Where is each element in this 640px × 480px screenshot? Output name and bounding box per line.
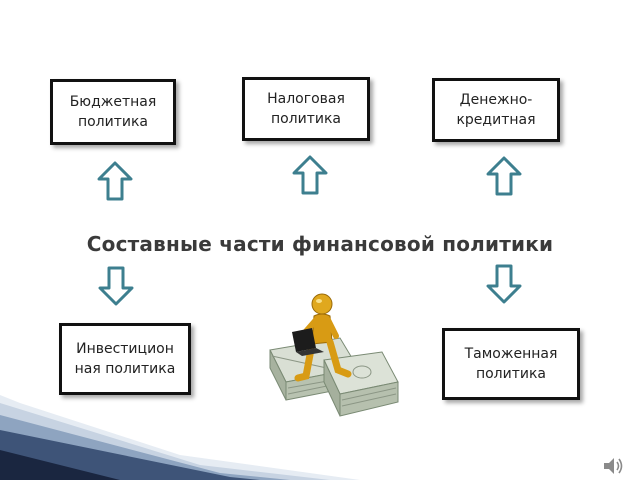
arrow-down-icon xyxy=(486,264,522,304)
budget-policy-box: Бюджетная политика xyxy=(50,79,176,145)
investment-policy-box: Инвестицион ная политика xyxy=(59,323,191,395)
investment-policy-label: Инвестицион ная политика xyxy=(74,341,176,377)
sound-icon[interactable] xyxy=(602,456,624,476)
arrow-up-icon xyxy=(292,155,328,195)
arrow-up-icon xyxy=(486,156,522,196)
budget-policy-label: Бюджетная политика xyxy=(69,94,157,130)
corner-decoration xyxy=(0,395,360,480)
diagram-title: Составные части финансовой политики xyxy=(86,232,554,256)
monetary-policy-label: Денежно- кредитная xyxy=(456,92,536,128)
money-figure-icon xyxy=(269,293,399,417)
monetary-policy-box: Денежно- кредитная xyxy=(432,78,560,142)
tax-policy-label: Налоговая политика xyxy=(267,91,345,127)
arrow-down-icon xyxy=(98,266,134,306)
customs-policy-label: Таможенная политика xyxy=(464,346,558,382)
tax-policy-box: Налоговая политика xyxy=(242,77,370,141)
arrow-up-icon xyxy=(97,161,133,201)
customs-policy-box: Таможенная политика xyxy=(442,328,580,400)
